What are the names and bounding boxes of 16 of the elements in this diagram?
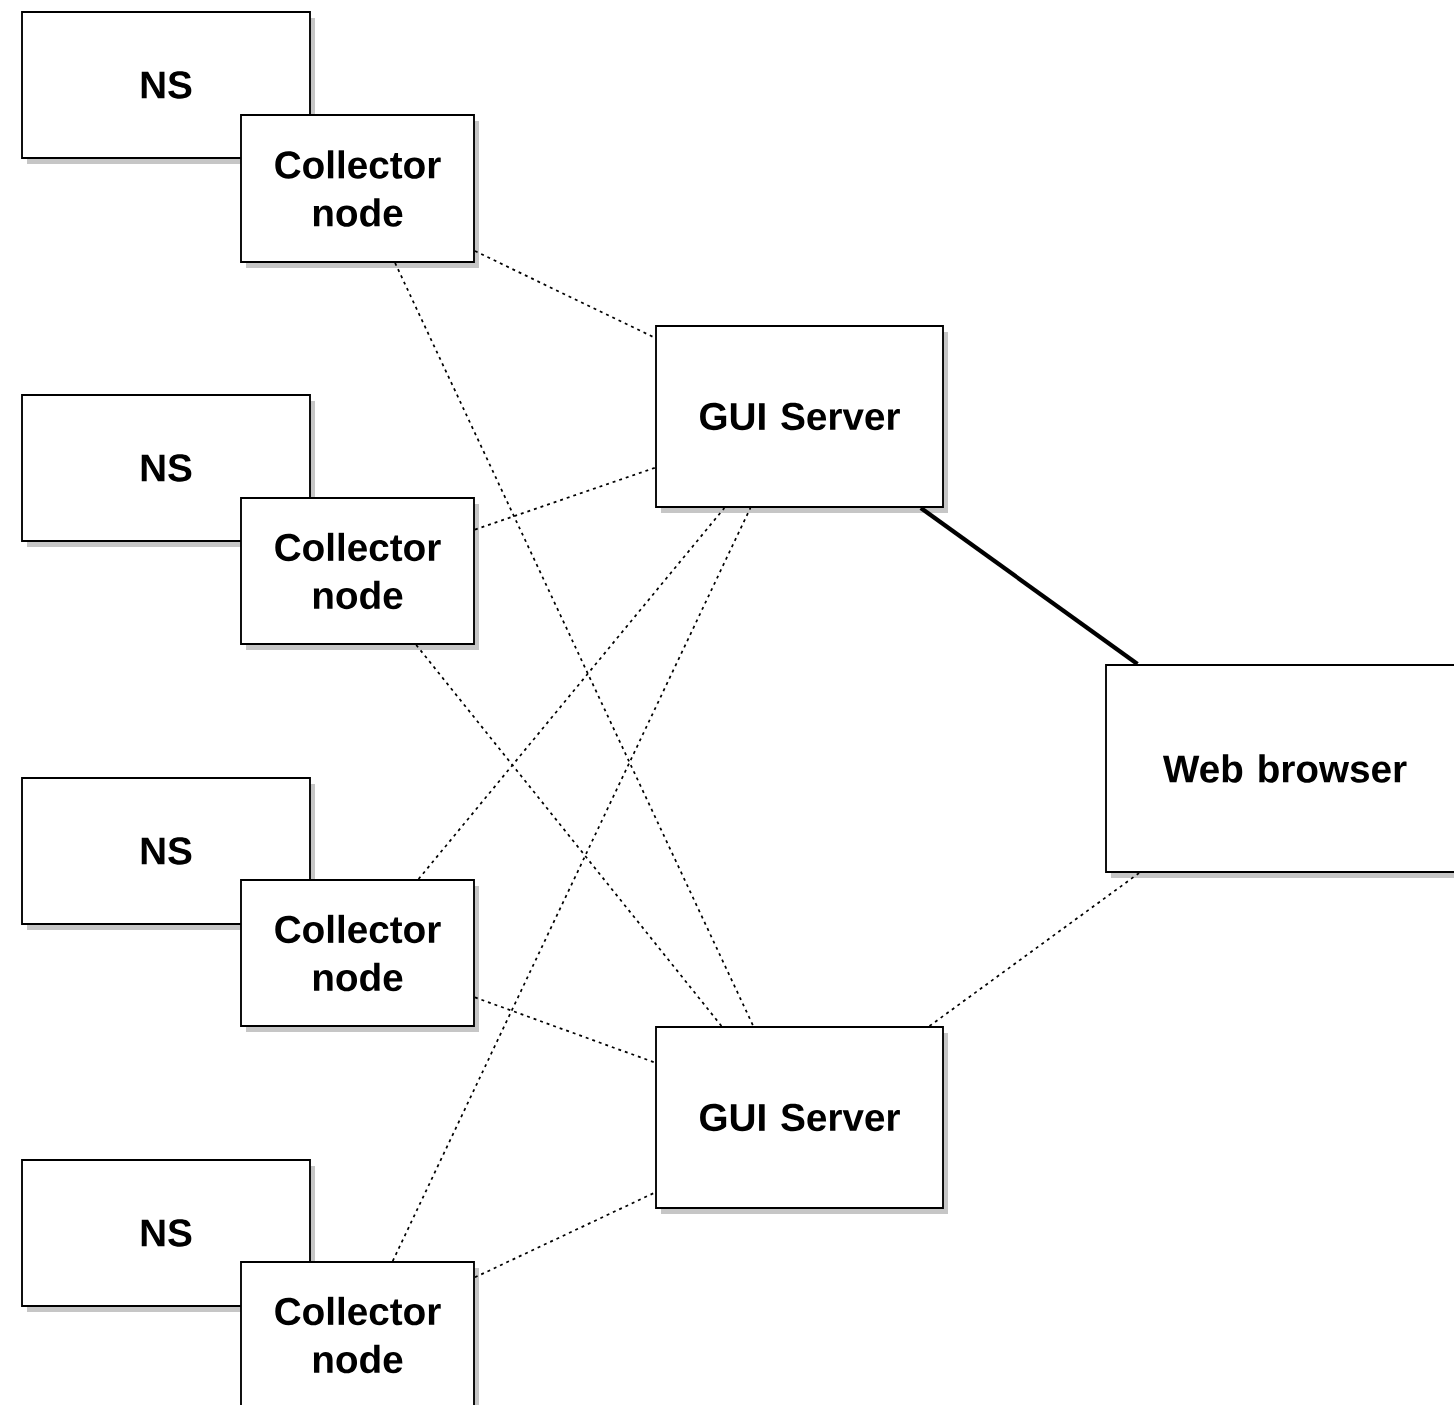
collector-box: Collector node	[240, 114, 479, 268]
connector-line	[417, 507, 726, 880]
collector-box: Collector node	[240, 1261, 479, 1405]
server-box: GUI Server	[655, 1026, 948, 1214]
connector-line	[415, 644, 723, 1027]
connector-line	[391, 507, 752, 1262]
connector-line	[474, 996, 656, 1064]
collector-box: Collector node	[240, 879, 479, 1032]
connector-line	[928, 872, 1141, 1027]
connector-line	[394, 262, 755, 1027]
server-box: GUI Server	[655, 325, 948, 513]
connector-line	[919, 506, 1139, 666]
collector-box: Collector node	[240, 497, 479, 650]
connector-line	[474, 1191, 656, 1279]
browser-box: Web browser	[1105, 664, 1454, 878]
connector-line	[474, 466, 656, 531]
